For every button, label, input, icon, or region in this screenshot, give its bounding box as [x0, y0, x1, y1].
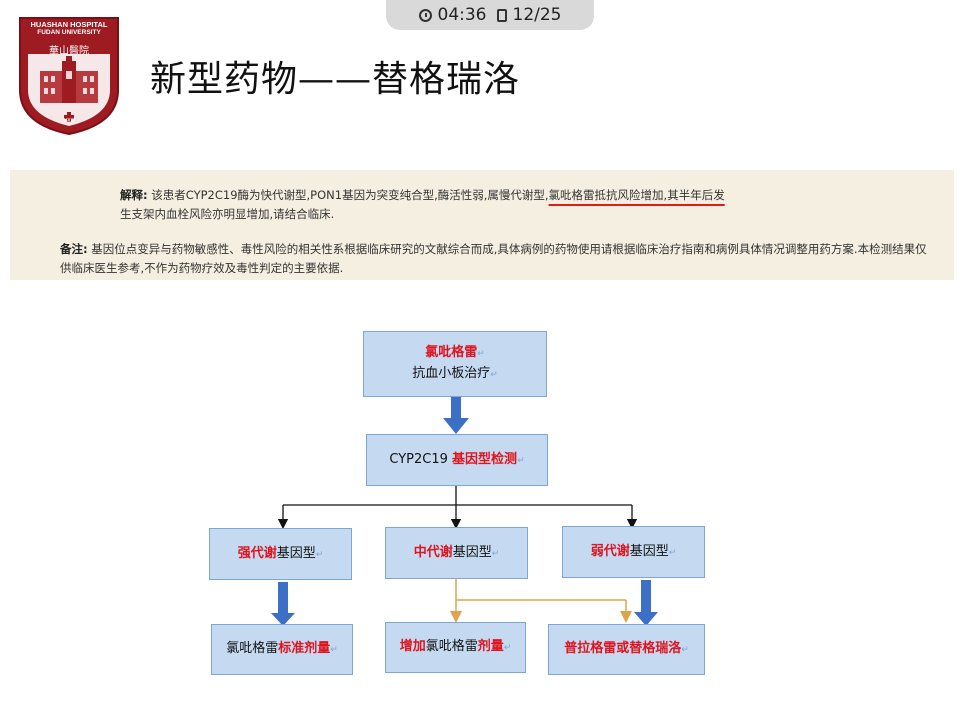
logo-text-line1: HUASHAN HOSPITAL — [30, 20, 108, 29]
note-label: 备注: — [60, 242, 88, 256]
box-increase-dose: 增加氯吡格雷剂量↵ — [385, 622, 526, 673]
box-test-prefix: CYP2C19 — [389, 451, 453, 467]
interpretation-underlined: 氯吡格雷抵抗风险增加,其半年后发 — [548, 188, 725, 202]
note-paragraph: 备注: 基因位点变异与药物敏感性、毒性风险的相关性系根据临床研究的文献综合而成,… — [60, 240, 930, 278]
note-text: 基因位点变异与药物敏感性、毒性风险的相关性系根据临床研究的文献综合而成,具体病例… — [60, 242, 927, 275]
box-weak-metabolizer: 弱代谢基因型↵ — [562, 526, 705, 578]
box-top-line1: 氯吡格雷 — [425, 345, 478, 360]
arrow-top-to-test — [443, 397, 469, 434]
box-clopidogrel-therapy: 氯吡格雷↵ 抗血小板治疗↵ — [363, 331, 547, 397]
clock-icon — [418, 8, 432, 22]
box-standard-dose: 氯吡格雷标准剂量↵ — [211, 624, 353, 675]
interpretation-paragraph: 解释: 该患者CYP2C19酶为快代谢型,PON1基因为突变纯合型,酶活性弱,属… — [120, 186, 920, 224]
arrow-weak-to-alternative — [634, 580, 658, 626]
logo-year: 1907 — [63, 118, 75, 124]
logo-chinese-name: 華山醫院 — [49, 46, 89, 57]
elapsed-time: 04:36 — [437, 5, 487, 25]
page-icon — [496, 8, 507, 22]
report-excerpt: 解释: 该患者CYP2C19酶为快代谢型,PON1基因为突变纯合型,酶活性弱,属… — [10, 170, 954, 280]
medium-orange-connectors — [450, 579, 632, 623]
arrow-strong-to-standard — [271, 582, 295, 626]
page-counter: 12/25 — [512, 5, 562, 25]
branch-lines — [277, 486, 638, 530]
hospital-shield-icon — [19, 17, 119, 136]
slide-title: 新型药物——替格瑞洛 — [150, 59, 521, 100]
box-alternative-drug: 普拉格雷或替格瑞洛↵ — [548, 624, 705, 675]
hospital-logo: HUASHAN HOSPITAL FUDAN UNIVERSITY 華山醫院 1… — [18, 16, 120, 136]
box-strong-metabolizer: 强代谢基因型↵ — [209, 528, 352, 580]
interpretation-text-c: 生支架内血栓风险亦明显增加,请结合临床. — [120, 207, 335, 221]
box-medium-metabolizer: 中代谢基因型↵ — [385, 527, 528, 579]
box-top-line2: 抗血小板治疗 — [412, 366, 491, 381]
interpretation-label: 解释: — [120, 188, 148, 202]
box-genotype-test: CYP2C19 基因型检测↵ — [366, 434, 548, 486]
interpretation-text-a: 该患者CYP2C19酶为快代谢型,PON1基因为突变纯合型,酶活性弱,属慢代谢型… — [151, 188, 549, 202]
recording-bar[interactable]: 04:36 12/25 — [386, 0, 594, 30]
logo-text-line2: FUDAN UNIVERSITY — [37, 29, 101, 36]
box-test-red: 基因型检测 — [452, 451, 518, 467]
